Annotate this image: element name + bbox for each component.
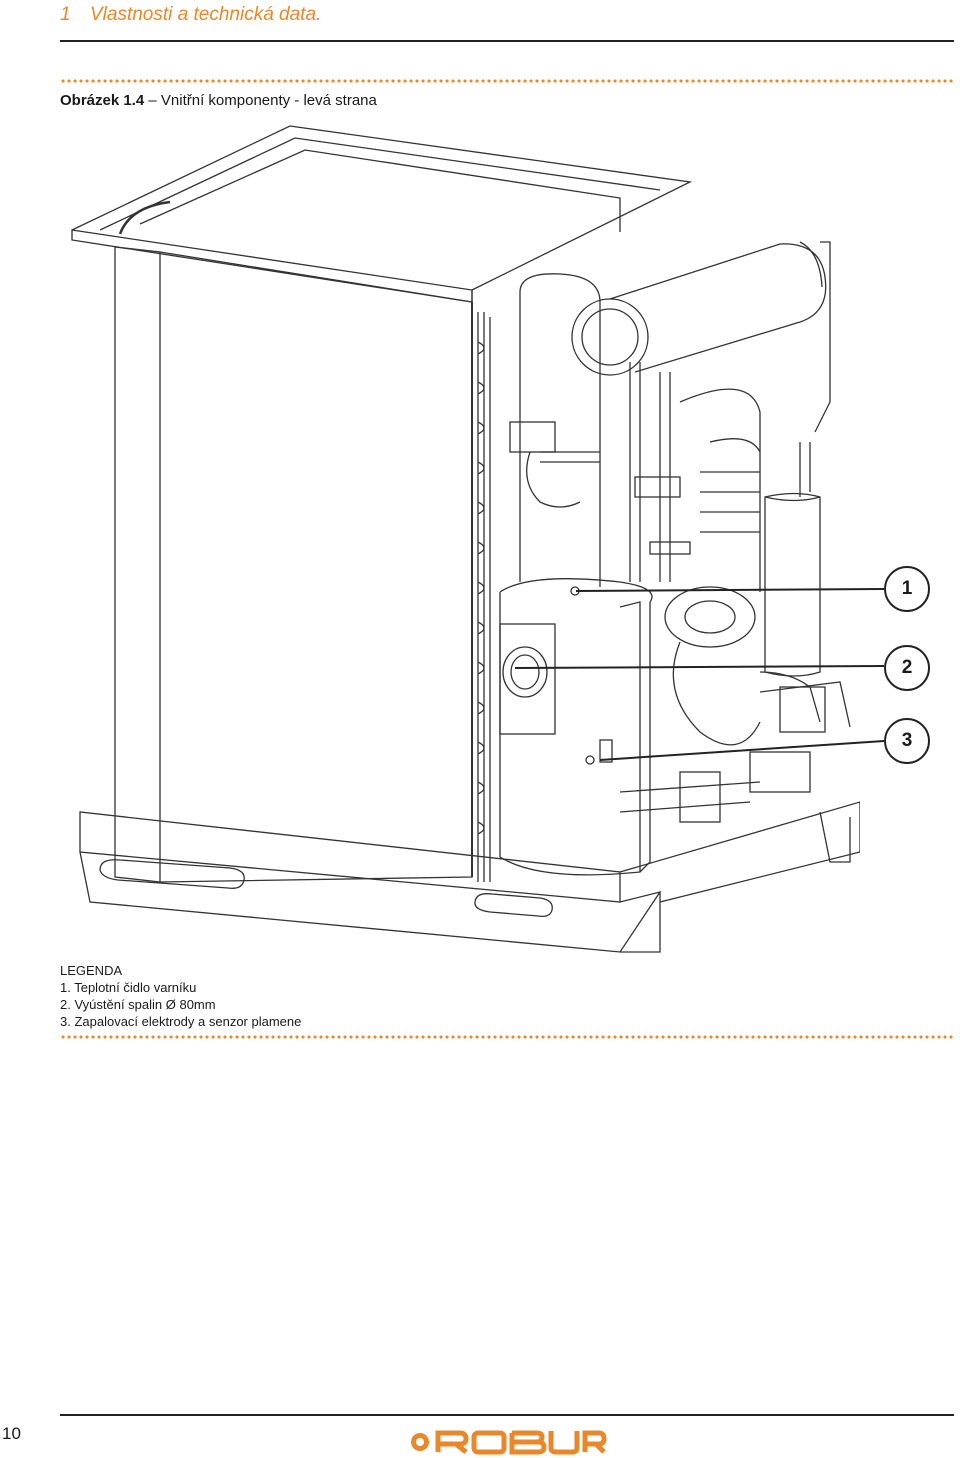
component-drawing: [71, 125, 860, 953]
figure-caption: – Vnitřní komponenty - levá strana: [148, 92, 377, 109]
footer-rule: [60, 1414, 954, 1416]
chapter-header: 1 Vlastnosti a technická data.: [60, 4, 321, 26]
legend-item: 1. Teplotní čidlo varníku: [60, 980, 197, 995]
top-dotted-divider: [60, 79, 954, 83]
figure-title: Obrázek 1.4 – Vnitřní komponenty - levá …: [60, 92, 377, 109]
header-rule: [60, 40, 954, 42]
legend-item: 2. Vyústění spalin Ø 80mm: [60, 997, 216, 1012]
chapter-title: Vlastnosti a technická data.: [90, 4, 322, 25]
chapter-number: 1: [60, 4, 71, 25]
legend: LEGENDA 1. Teplotní čidlo varníku 2. Vyú…: [60, 962, 301, 1030]
robur-logo: [411, 1430, 607, 1455]
callout-1: 1: [884, 566, 930, 612]
legend-title: LEGENDA: [60, 963, 123, 978]
page-number: 10: [2, 1424, 21, 1443]
bottom-dotted-divider: [60, 1035, 954, 1039]
figure-label: Obrázek 1.4: [60, 92, 145, 109]
legend-item: 3. Zapalovací elektrody a senzor plamene: [60, 1014, 302, 1029]
callout-3: 3: [884, 718, 930, 764]
callout-2: 2: [884, 645, 930, 691]
